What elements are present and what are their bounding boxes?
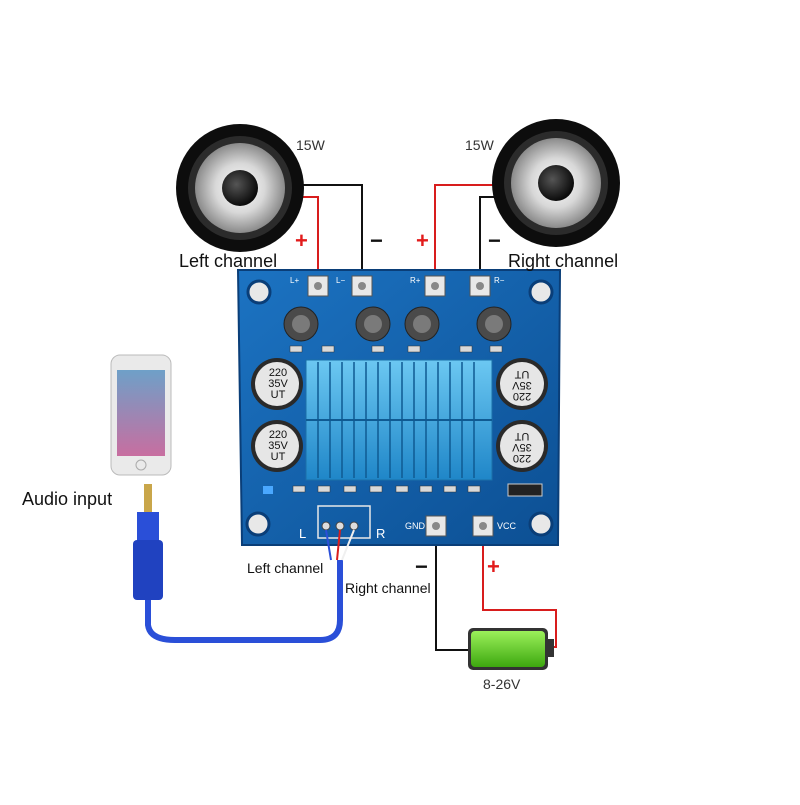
terminal-vcc: VCC	[497, 521, 517, 531]
audio-left-channel-label: Left channel	[247, 560, 324, 576]
battery	[468, 628, 554, 670]
right-minus-wire	[479, 196, 500, 287]
left-channel-label: Left channel	[179, 251, 278, 271]
capacitors	[251, 358, 548, 472]
terminal-r-plus: R+	[410, 276, 421, 285]
terminal-gnd: GND	[405, 521, 425, 531]
audio-jack-pads	[317, 505, 371, 539]
jack-r-label: R	[376, 526, 386, 541]
left-plus-sign: +	[295, 228, 308, 253]
left-speaker-power: 15W	[296, 137, 325, 153]
led-d3	[263, 486, 273, 494]
audio-plug	[133, 484, 163, 600]
smd-components	[289, 345, 503, 493]
jack-l-label: L	[299, 526, 307, 541]
speaker-wires	[292, 184, 557, 651]
audio-right-channel-label: Right channel	[345, 580, 431, 596]
left-plus-wire	[300, 196, 319, 287]
right-plus-wire	[434, 184, 500, 287]
mounting-holes	[245, 279, 554, 537]
right-channel-label: Right channel	[508, 251, 619, 271]
left-minus-sign: −	[370, 228, 383, 253]
heatsink	[305, 359, 493, 481]
audio-input-label: Audio input	[22, 489, 113, 509]
amplifier-board	[236, 269, 562, 546]
audio-cable	[145, 529, 355, 643]
diode-d1	[507, 483, 543, 497]
left-speaker	[176, 124, 304, 252]
right-minus-sign: −	[488, 228, 501, 253]
gnd-minus-sign: −	[415, 554, 428, 579]
terminal-r-minus: R−	[494, 276, 505, 285]
right-speaker-power: 15W	[465, 137, 494, 153]
right-plus-sign: +	[416, 228, 429, 253]
phone	[110, 354, 172, 476]
left-minus-wire	[292, 184, 363, 287]
terminal-l-minus: L−	[336, 276, 346, 285]
battery-voltage-label: 8-26V	[483, 676, 521, 692]
terminal-l-plus: L+	[290, 276, 300, 285]
vcc-plus-sign: +	[487, 554, 500, 579]
right-speaker	[492, 119, 620, 247]
gnd-wire	[435, 540, 470, 651]
